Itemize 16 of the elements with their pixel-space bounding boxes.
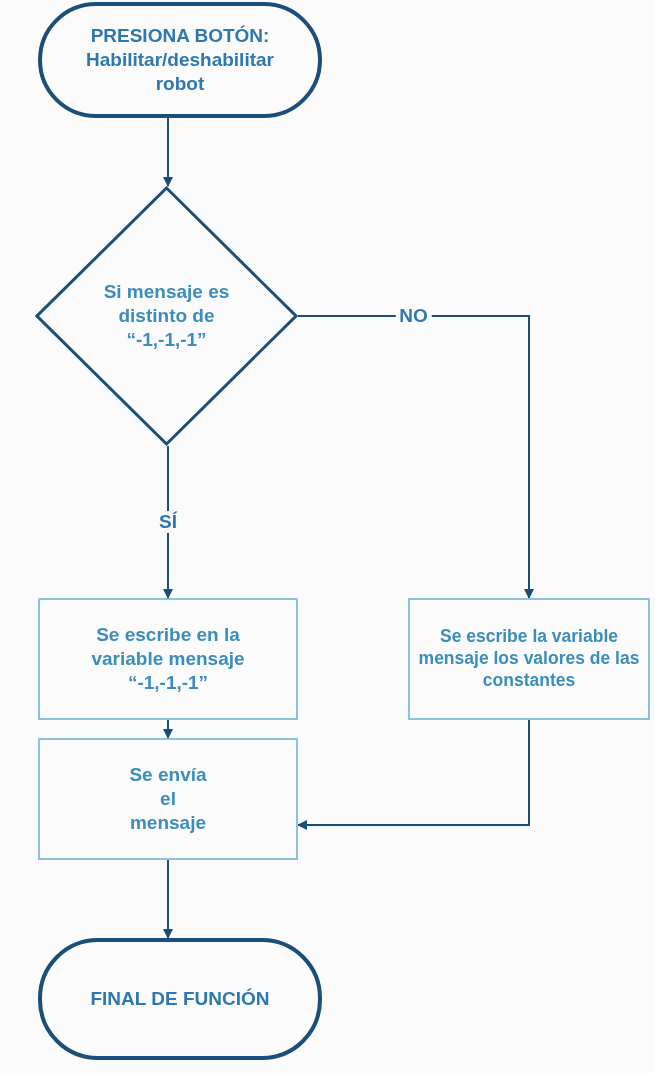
process-box <box>408 598 650 720</box>
node-text: Se escribe en la variable mensaje “-1,-1,-1” <box>90 623 246 695</box>
arrow <box>163 117 173 187</box>
arrow <box>163 719 173 739</box>
node-text: Si mensaje es distinto de “-1,-1,-1” <box>102 280 231 352</box>
node-text: Habilitar/deshabilitar robot <box>85 48 275 96</box>
process-box <box>38 738 298 860</box>
arrow <box>297 315 534 599</box>
node-text: Se escribe la variable mensaje los valores de las constantes <box>417 626 641 692</box>
node-text: Se envía el mensaje <box>128 763 208 835</box>
arrow <box>163 859 173 939</box>
decision-diamond <box>35 186 298 446</box>
node-heading: PRESIONA BOTÓN: <box>90 24 270 49</box>
node-text: FINAL DE FUNCIÓN <box>90 987 270 1011</box>
process-box <box>38 598 298 720</box>
arrow <box>297 719 530 830</box>
